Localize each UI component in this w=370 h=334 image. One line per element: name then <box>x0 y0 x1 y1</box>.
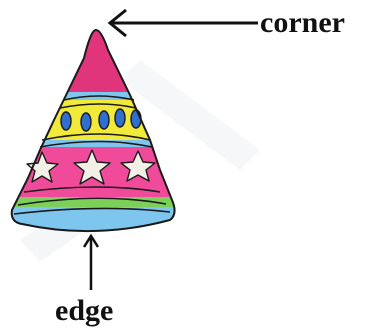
oval-4 <box>115 109 125 127</box>
corner-label: corner <box>260 8 345 38</box>
oval-3 <box>99 111 109 129</box>
hat-tip-band <box>0 20 200 92</box>
corner-arrow <box>110 10 258 36</box>
oval-5 <box>131 110 141 128</box>
edge-label: edge <box>55 296 113 326</box>
oval-2 <box>81 113 91 131</box>
edge-arrow <box>84 236 98 290</box>
oval-1 <box>61 112 71 130</box>
party-hat <box>0 20 200 237</box>
